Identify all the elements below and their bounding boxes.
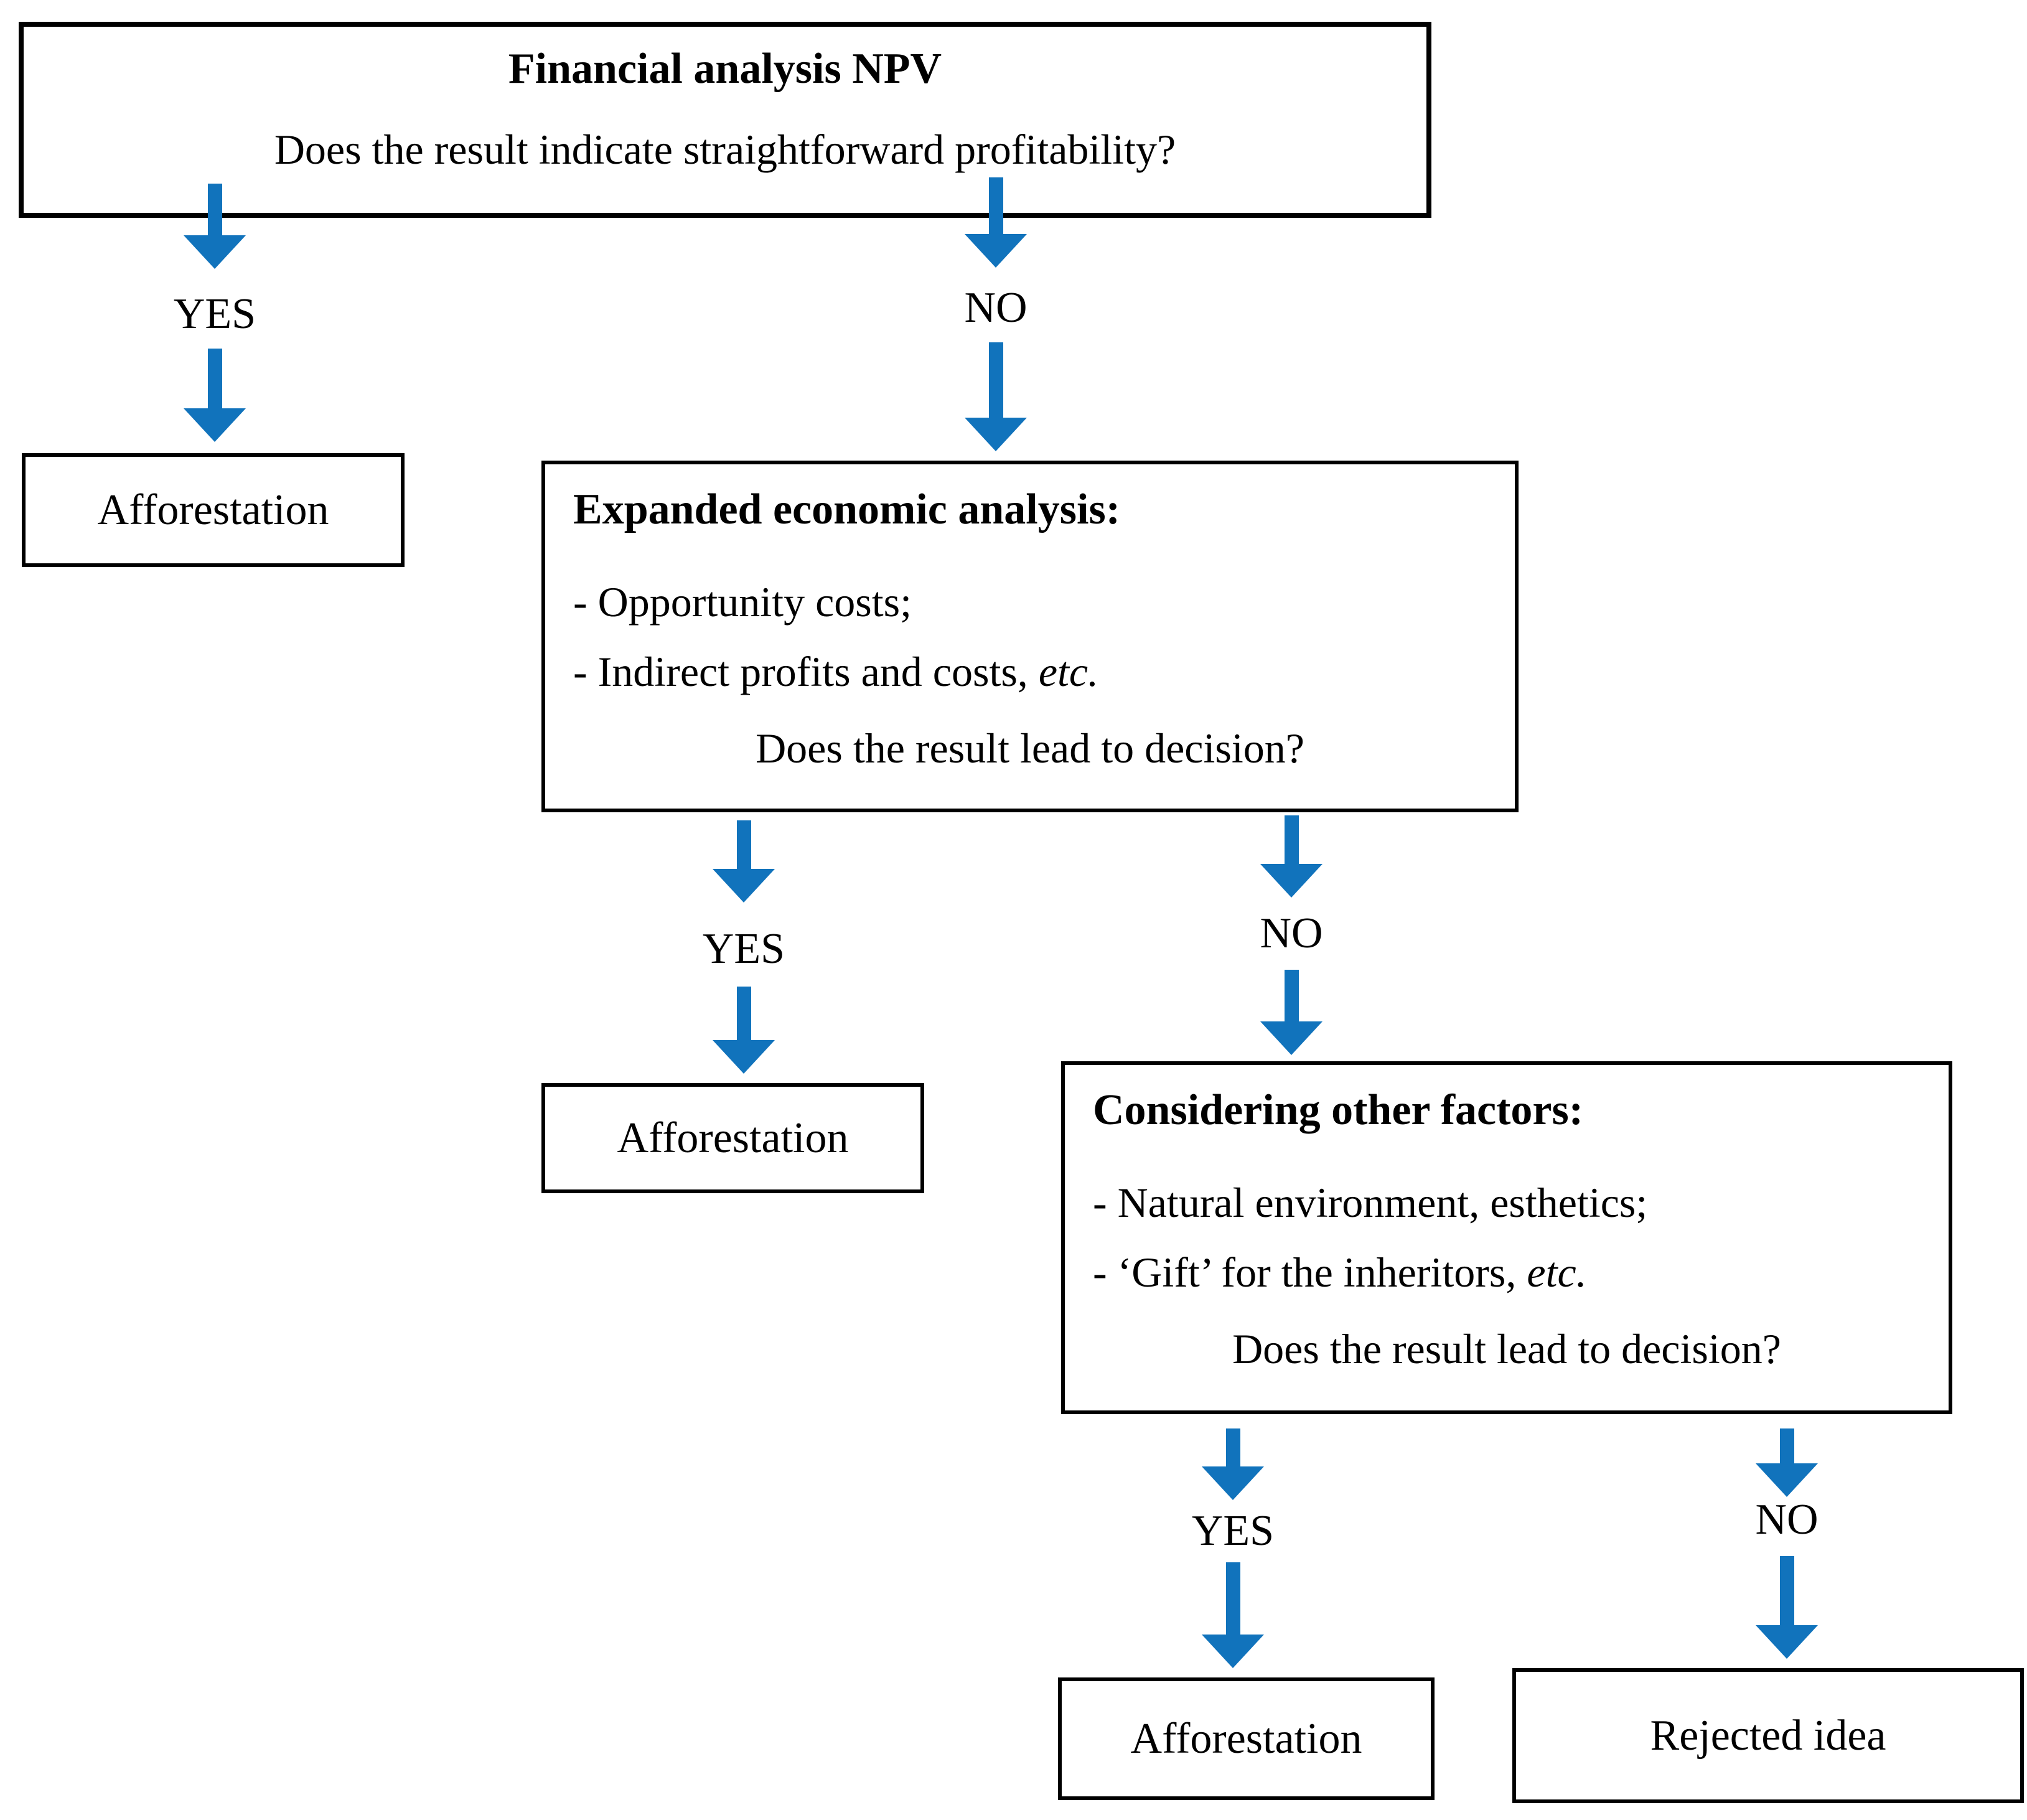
branch-label-yes-1: YES [173,290,256,338]
considering-question: Does the result lead to decision? [1232,1325,1781,1372]
node-afforestation-bottom: Afforestation [1058,1677,1435,1800]
bullet-natural-environment: - Natural environment, esthetics; [1093,1168,1921,1237]
bullet-text: - Opportunity costs; [573,578,912,626]
arrow-head [1260,1021,1322,1055]
arrow-head [965,418,1027,451]
arrow-head [713,869,775,903]
node-financial-analysis: Financial analysis NPV Does the result i… [19,22,1431,218]
down-arrow-considering-no-upper [1756,1428,1818,1497]
down-arrow-expanded-yes-lower [713,987,775,1074]
branch-label-no-3: NO [1755,1496,1819,1544]
expanded-title: Expanded economic analysis: [573,485,1120,533]
bullet-gift-inheritors: - ‘Gift’ for the inheritors, etc. [1093,1237,1921,1307]
bullet-text: - Natural environment, esthetics; [1093,1179,1648,1226]
node-considering-other-factors: Considering other factors: - Natural env… [1061,1061,1952,1414]
arrow-shaft [207,184,222,235]
down-arrow-expanded-no-lower [1260,970,1322,1055]
node-afforestation-top: Afforestation [22,453,405,567]
down-arrow-financial-no-lower [965,342,1027,451]
arrow-head [1202,1466,1264,1500]
arrow-head [965,234,1027,268]
arrow-head [1202,1635,1264,1668]
financial-question: Does the result indicate straightforward… [274,126,1176,173]
bullet-etc: etc. [1527,1249,1587,1296]
arrow-shaft [1779,1428,1794,1463]
bullet-opportunity-costs: - Opportunity costs; [573,567,1487,637]
bullet-text: - Indirect profits and costs, [573,648,1039,695]
arrow-shaft [207,349,222,408]
node-afforestation-middle: Afforestation [541,1083,924,1193]
expanded-question: Does the result lead to decision? [756,725,1304,772]
down-arrow-considering-no-lower [1756,1556,1818,1659]
node-expanded-economic-analysis: Expanded economic analysis: - Opportunit… [541,461,1519,812]
considering-title: Considering other factors: [1093,1086,1584,1134]
arrow-head [1756,1463,1818,1497]
arrow-shaft [1225,1428,1240,1466]
arrow-shaft [1225,1562,1240,1635]
down-arrow-expanded-yes-upper [713,820,775,903]
arrow-head [1260,864,1322,898]
bullet-etc: etc. [1038,648,1099,695]
branch-label-no-2: NO [1260,909,1323,957]
down-arrow-expanded-no-upper [1260,815,1322,898]
arrow-shaft [736,987,751,1040]
arrow-head [713,1040,775,1074]
arrow-shaft [1284,970,1299,1021]
down-arrow-considering-yes-upper [1202,1428,1264,1500]
arrow-shaft [1779,1556,1794,1625]
bullet-indirect-profits: - Indirect profits and costs, etc. [573,637,1487,706]
afforestation-middle-label: Afforestation [617,1114,849,1162]
considering-bullets: - Natural environment, esthetics; - ‘Gif… [1093,1168,1921,1307]
branch-label-yes-2: YES [702,925,785,973]
down-arrow-financial-no-upper [965,177,1027,268]
arrow-head [184,235,246,269]
financial-title: Financial analysis NPV [508,45,942,93]
down-arrow-considering-yes-lower [1202,1562,1264,1668]
expanded-bullets: - Opportunity costs; - Indirect profits … [573,567,1487,706]
rejected-idea-label: Rejected idea [1650,1711,1886,1760]
branch-label-no-1: NO [964,284,1028,332]
afforestation-top-label: Afforestation [97,485,329,534]
branch-label-yes-3: YES [1191,1507,1275,1555]
arrow-shaft [988,177,1003,234]
arrow-shaft [1284,815,1299,864]
arrow-shaft [988,342,1003,418]
down-arrow-financial-yes-upper [184,184,246,269]
down-arrow-financial-yes-lower [184,349,246,442]
bullet-text: - ‘Gift’ for the inheritors, [1093,1249,1527,1296]
afforestation-bottom-label: Afforestation [1130,1714,1362,1763]
arrow-head [184,408,246,442]
arrow-shaft [736,820,751,869]
arrow-head [1756,1625,1818,1659]
node-rejected-idea: Rejected idea [1512,1668,2024,1803]
